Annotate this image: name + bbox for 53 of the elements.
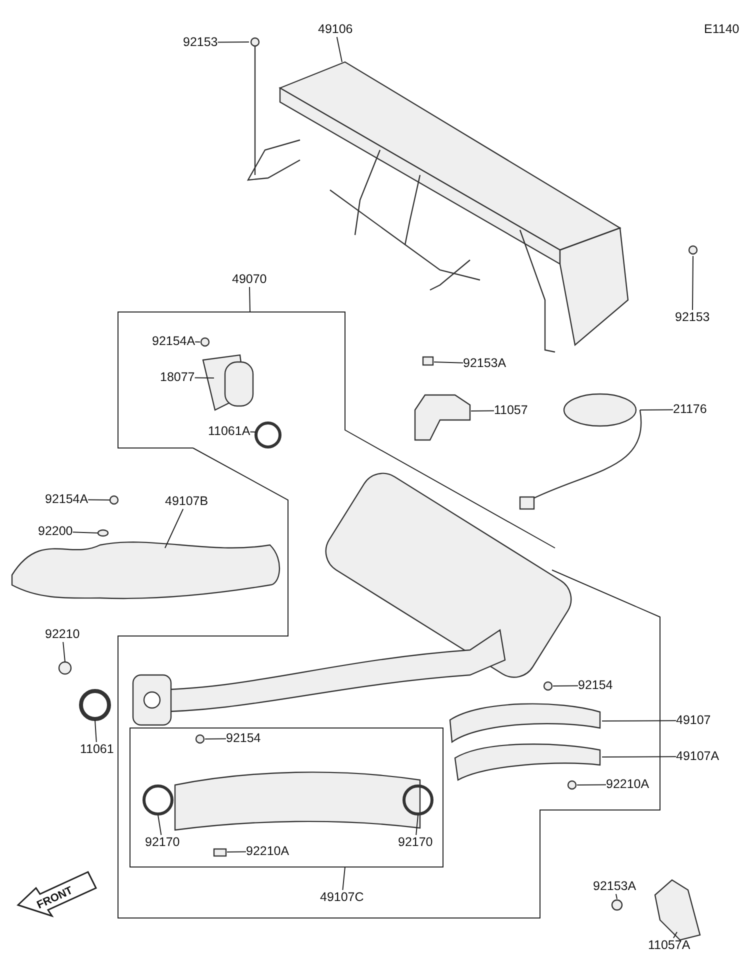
callout-number: 92153: [675, 310, 710, 325]
callout-number: 92210A: [606, 777, 650, 792]
leader-line: [640, 409, 674, 410]
leader-line: [470, 410, 494, 412]
callout-number: 11057A: [648, 938, 690, 953]
leader-line: [94, 720, 97, 742]
callout-number: 11061A: [208, 424, 250, 439]
callout-number: 92154A: [152, 334, 196, 349]
leader-line: [72, 532, 98, 534]
leader-line: [249, 286, 250, 312]
leader-line: [250, 431, 256, 432]
callout-number: 92154A: [45, 492, 88, 507]
callout-number: 92153A: [463, 356, 506, 371]
leader-line: [194, 341, 200, 342]
callout-number: 21176: [673, 402, 707, 417]
leader-line: [602, 756, 676, 758]
callout-number: 49070: [232, 272, 267, 287]
leader-line: [692, 256, 694, 310]
leader-line: [673, 932, 678, 938]
callout-number: 92170: [398, 835, 433, 850]
leader-line: [342, 866, 346, 890]
leader-line: [576, 784, 606, 786]
callout-number: 92210A: [246, 844, 290, 859]
leader-line: [552, 685, 578, 686]
callout-number: 92210: [45, 627, 80, 642]
callout-number: 49107A: [676, 749, 720, 764]
callout-number: 92170: [145, 835, 180, 850]
leader-line: [194, 377, 214, 378]
callout-number: 92200: [38, 524, 73, 539]
callout-number: 92154: [226, 731, 261, 746]
callout-number: 11057: [494, 403, 528, 418]
leader-line: [164, 508, 184, 548]
callout-number: 18077: [160, 370, 195, 385]
leader-line: [226, 851, 246, 852]
callout-number: 92153A: [593, 879, 636, 894]
page-code: E1140: [704, 22, 740, 37]
leader-line: [88, 499, 110, 500]
leader-line: [217, 42, 250, 43]
leader-line: [158, 814, 162, 836]
callout-number: 49107B: [165, 494, 208, 509]
leader-line: [62, 642, 66, 662]
leader-line: [434, 362, 464, 364]
callout-number: 92153: [183, 35, 218, 50]
callout-number: 49107: [676, 713, 711, 728]
leader-line: [616, 894, 618, 900]
callout-number: 49107C: [320, 890, 364, 905]
leader-line: [416, 814, 418, 836]
leader-line: [204, 738, 226, 740]
callout-number: 11061: [80, 742, 114, 757]
callout-number: 92154: [578, 678, 613, 693]
callout-number: 49106: [318, 22, 353, 37]
leader-line: [336, 36, 342, 62]
leader-line: [602, 720, 676, 722]
